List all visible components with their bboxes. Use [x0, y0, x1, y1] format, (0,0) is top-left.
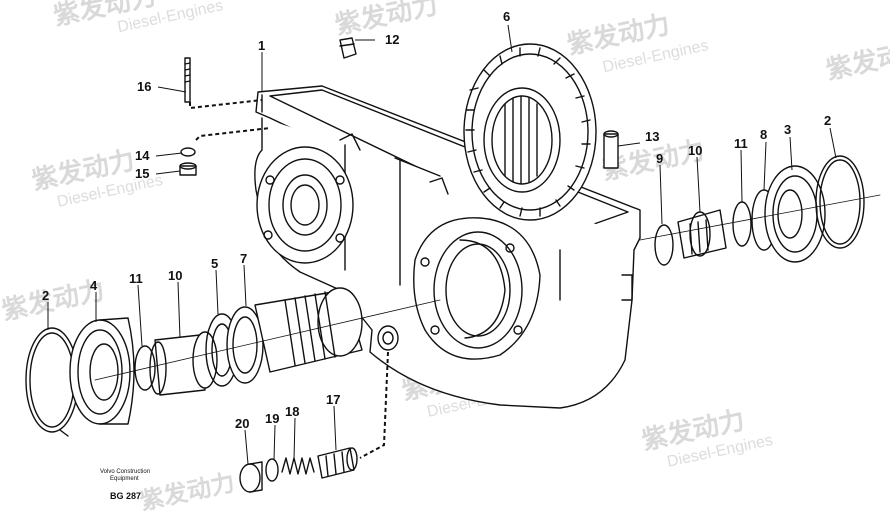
callout-11: 11: [734, 136, 748, 151]
callout-2: 2: [824, 113, 831, 128]
callout-4: 4: [90, 278, 98, 293]
stud-16: [185, 58, 190, 102]
caption-manufacturer: Volvo Construction: [100, 469, 150, 475]
callout-13: 13: [645, 129, 659, 144]
callout-1: 1: [258, 38, 265, 53]
callout-12: 12: [385, 32, 399, 47]
callout-2: 2: [42, 288, 49, 303]
washer-19: [266, 459, 278, 481]
plug-12: [340, 38, 356, 58]
caption-division: Equipment: [110, 476, 139, 482]
spacer-11-right: [733, 202, 751, 246]
callout-14: 14: [135, 148, 150, 163]
callout-10: 10: [168, 268, 182, 283]
callout-7: 7: [240, 251, 247, 266]
pinion-shaft: [255, 288, 362, 372]
watermark-brand: 紫发动力: [823, 34, 890, 86]
bearing-3-right: [765, 166, 825, 262]
callout-6: 6: [503, 9, 510, 24]
washer-14: [181, 148, 195, 156]
callout-3: 3: [784, 122, 791, 137]
callout-18: 18: [285, 404, 299, 419]
pin-13: [604, 131, 618, 168]
bearing-4-left: [70, 318, 134, 424]
callout-5: 5: [211, 256, 218, 271]
callout-17: 17: [326, 392, 340, 407]
filter-17: [318, 448, 357, 478]
callout-16: 16: [137, 79, 151, 94]
spacer-9: [655, 225, 673, 265]
spring-18: [282, 458, 314, 474]
figure-code: BG 287: [110, 491, 141, 501]
ring-gear: [464, 44, 596, 220]
callout-11: 11: [129, 271, 143, 286]
nut-15: [180, 163, 196, 175]
callout-8: 8: [760, 127, 767, 142]
callout-10: 10: [688, 143, 702, 158]
plug-20: [240, 462, 262, 492]
callout-9: 9: [656, 151, 663, 166]
watermark-brand: 紫发动力: [138, 468, 238, 513]
sleeve-10-right: [678, 210, 726, 258]
callout-20: 20: [235, 416, 249, 431]
callout-19: 19: [265, 411, 279, 426]
callout-15: 15: [135, 166, 149, 181]
